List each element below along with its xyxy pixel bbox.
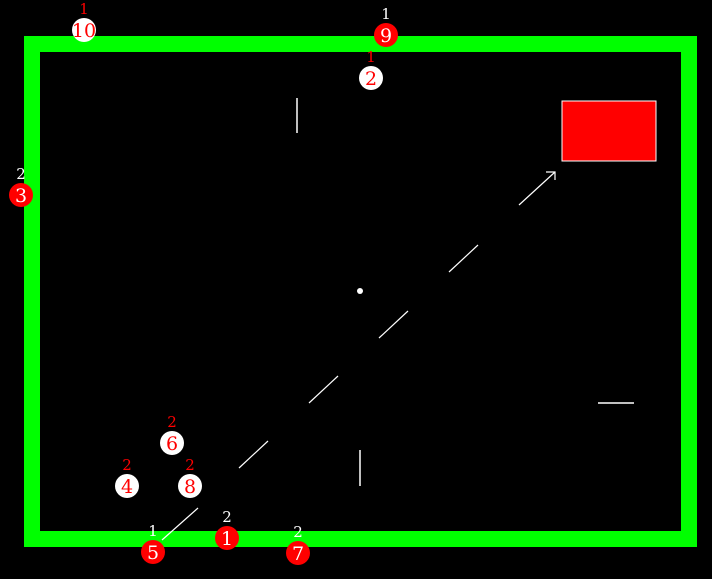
ball-2[interactable]: 21	[359, 48, 383, 90]
aim-line-segment	[238, 440, 269, 469]
ball-number: 4	[121, 476, 133, 498]
ball-number: 9	[380, 25, 392, 47]
aim-line-segment	[448, 244, 479, 273]
ball-3[interactable]: 32	[9, 165, 33, 207]
ball-4[interactable]: 42	[115, 456, 139, 498]
aim-arrowhead	[546, 171, 556, 180]
ball-tag: 1	[79, 0, 89, 18]
ball-circle	[178, 474, 202, 498]
ball-circle	[72, 18, 96, 42]
ball-tag: 1	[381, 5, 391, 23]
ball-tag: 2	[16, 165, 26, 183]
ball-tag: 2	[122, 456, 132, 474]
ball-circle	[286, 541, 310, 565]
ball-6[interactable]: 62	[160, 413, 184, 455]
ball-tag: 2	[185, 456, 195, 474]
ball-number: 10	[72, 20, 96, 42]
ball-tag: 2	[167, 413, 177, 431]
arena-wall	[24, 36, 697, 547]
ball-circle	[374, 23, 398, 47]
ball-tag: 2	[222, 508, 232, 526]
aim-line-segment	[518, 171, 556, 206]
goal-zone	[561, 100, 657, 162]
ball-number: 2	[365, 68, 377, 90]
ball-10[interactable]: 101	[72, 0, 96, 42]
ball-number: 7	[292, 543, 304, 565]
ball-circle	[9, 183, 33, 207]
player-dot	[357, 288, 363, 294]
ball-circle	[359, 66, 383, 90]
ball-number: 5	[147, 542, 159, 564]
aim-line-segment	[378, 310, 409, 339]
ball-number: 8	[184, 476, 196, 498]
ball-9[interactable]: 91	[374, 5, 398, 47]
ball-tag: 1	[366, 48, 376, 66]
ball-circle	[215, 526, 239, 550]
ball-7[interactable]: 72	[286, 523, 310, 565]
aim-line-segment	[308, 375, 339, 404]
ball-circle	[115, 474, 139, 498]
ball-number: 1	[221, 528, 233, 550]
ball-circle	[160, 431, 184, 455]
ball-1[interactable]: 12	[215, 508, 239, 550]
aim-line-segment	[161, 507, 199, 541]
ball-tag: 1	[148, 522, 158, 540]
ball-8[interactable]: 82	[178, 456, 202, 498]
ball-5[interactable]: 51	[141, 522, 165, 564]
ball-number: 3	[15, 185, 27, 207]
ball-number: 6	[166, 433, 178, 455]
ball-tag: 2	[293, 523, 303, 541]
ball-circle	[141, 540, 165, 564]
